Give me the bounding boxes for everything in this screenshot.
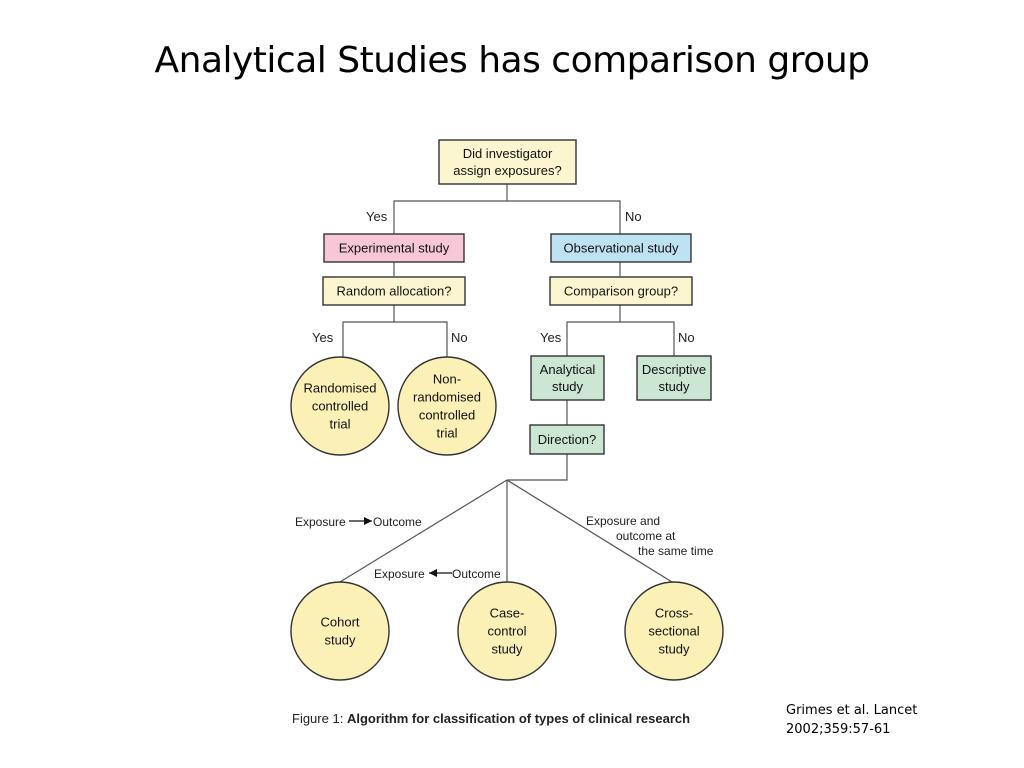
node-assign-question-label-line: assign exposures? bbox=[453, 163, 561, 178]
node-random-allocation-label: Random allocation? bbox=[337, 284, 452, 299]
node-observational-study: Observational study bbox=[550, 233, 692, 263]
label-no-comparison: No bbox=[678, 330, 695, 345]
node-experimental-study: Experimental study bbox=[323, 233, 465, 263]
node-randomised-controlled-trial-label-line: controlled bbox=[312, 399, 368, 414]
node-case-control-study-label-line: study bbox=[491, 642, 523, 657]
node-assign-question-shape bbox=[438, 139, 577, 185]
node-cohort-study-label: Cohort study bbox=[320, 615, 359, 648]
node-random-allocation-shape bbox=[322, 276, 466, 306]
figure-caption-text: Algorithm for classification of types of… bbox=[346, 711, 691, 726]
node-cohort-study: Cohort study bbox=[290, 581, 390, 681]
figure-number: Figure 1: bbox=[292, 711, 344, 726]
node-direction-label: Direction? bbox=[538, 432, 597, 447]
node-randomised-controlled-trial: Randomised controlled trial bbox=[290, 356, 390, 456]
figure-caption: Figure 1: Algorithm for classification o… bbox=[292, 710, 712, 728]
node-cohort-study-label-line: study bbox=[324, 633, 356, 648]
node-analytical-study: Analytical study bbox=[530, 355, 605, 401]
node-case-control-study: Case-control study bbox=[457, 581, 557, 681]
node-experimental-study-shape bbox=[323, 233, 465, 263]
node-experimental-study-label: Experimental study bbox=[339, 241, 450, 256]
node-non-randomised-controlled-trial-label-line: trial bbox=[437, 426, 458, 441]
node-assign-question: Did investigator assign exposures? bbox=[438, 139, 577, 185]
node-randomised-controlled-trial-shape bbox=[290, 356, 390, 456]
node-observational-study-label-line: Observational study bbox=[564, 241, 679, 256]
node-non-randomised-controlled-trial-label-line: Non- bbox=[433, 372, 461, 387]
node-analytical-study-label-line: study bbox=[552, 379, 584, 394]
node-random-allocation-label-line: Random allocation? bbox=[337, 284, 452, 299]
node-comparison-group-shape bbox=[549, 276, 693, 306]
label-cross-sectional-1: Exposure and bbox=[586, 514, 660, 528]
node-cross-sectional-study-label-line: sectional bbox=[648, 624, 699, 639]
node-case-control-study-label-line: Case- bbox=[490, 606, 525, 621]
arrow-outcome-to-exposure-head bbox=[429, 569, 437, 577]
node-cross-sectional-study-shape bbox=[624, 581, 724, 681]
node-comparison-group-label: Comparison group? bbox=[564, 284, 678, 299]
node-randomised-controlled-trial-label-line: Randomised bbox=[304, 381, 377, 396]
citation: Grimes et al. Lancet 2002;359:57-61 bbox=[786, 701, 1006, 739]
connector-random-branches bbox=[342, 321, 448, 360]
node-descriptive-study-shape bbox=[636, 355, 712, 401]
slide-title: Analytical Studies has comparison group bbox=[154, 40, 870, 81]
node-assign-question-label-line: Did investigator bbox=[463, 146, 553, 161]
node-comparison-group: Comparison group? bbox=[549, 276, 693, 306]
node-analytical-study-shape bbox=[530, 355, 605, 401]
node-case-control-study-label: Case-control study bbox=[487, 606, 526, 657]
connector-to-cohort bbox=[339, 479, 508, 583]
citation-line-2: 2002;359:57-61 bbox=[786, 722, 891, 737]
label-cohort-outcome: Outcome bbox=[373, 515, 422, 529]
node-case-control-study-label-line: control bbox=[487, 624, 526, 639]
node-observational-study-label: Observational study bbox=[564, 241, 679, 256]
node-descriptive-study-label: Descriptive study bbox=[642, 362, 706, 394]
node-randomised-controlled-trial-label-line: trial bbox=[330, 417, 351, 432]
node-cohort-study-label-line: Cohort bbox=[320, 615, 359, 630]
node-assign-question-label: Did investigator assign exposures? bbox=[453, 146, 561, 178]
connector-lines bbox=[339, 184, 675, 583]
node-non-randomised-controlled-trial-label: Non-randomised controlled trial bbox=[413, 372, 481, 441]
node-comparison-group-label-line: Comparison group? bbox=[564, 284, 678, 299]
node-non-randomised-controlled-trial-shape bbox=[397, 356, 497, 456]
node-descriptive-study: Descriptive study bbox=[636, 355, 712, 401]
node-randomised-controlled-trial-label: Randomised controlled trial bbox=[304, 381, 377, 432]
label-cohort-exposure: Exposure bbox=[295, 515, 346, 529]
node-non-randomised-controlled-trial: Non-randomised controlled trial bbox=[397, 356, 497, 456]
arrow-exposure-to-outcome-head bbox=[364, 517, 372, 525]
node-cross-sectional-study: Cross-sectional study bbox=[624, 581, 724, 681]
connector-comparison-branches bbox=[566, 321, 675, 356]
node-cross-sectional-study-label: Cross-sectional study bbox=[648, 606, 699, 657]
label-case-control-exposure: Exposure bbox=[374, 567, 425, 581]
node-case-control-study-shape bbox=[457, 581, 557, 681]
label-no-random: No bbox=[451, 330, 468, 345]
node-random-allocation: Random allocation? bbox=[322, 276, 466, 306]
connector-direction-stem bbox=[507, 454, 568, 481]
diagram-nodes: Did investigator assign exposures? Experim… bbox=[290, 139, 724, 681]
node-descriptive-study-label-line: study bbox=[658, 379, 690, 394]
node-direction-label-line: Direction? bbox=[538, 432, 597, 447]
label-cross-sectional-2: outcome at bbox=[616, 529, 676, 543]
node-cohort-study-shape bbox=[290, 581, 390, 681]
node-analytical-study-label-line: Analytical bbox=[540, 362, 596, 377]
node-observational-study-shape bbox=[550, 233, 692, 263]
node-direction-shape bbox=[529, 424, 605, 455]
node-analytical-study-label: Analytical study bbox=[540, 362, 596, 394]
node-cross-sectional-study-label-line: Cross- bbox=[655, 606, 693, 621]
node-cross-sectional-study-label-line: study bbox=[658, 642, 690, 657]
node-non-randomised-controlled-trial-label-line: controlled bbox=[419, 408, 475, 423]
label-case-control-outcome: Outcome bbox=[452, 567, 501, 581]
node-descriptive-study-label-line: Descriptive bbox=[642, 362, 706, 377]
node-experimental-study-label-line: Experimental study bbox=[339, 241, 450, 256]
label-yes-random: Yes bbox=[312, 330, 334, 345]
label-yes-comparison: Yes bbox=[540, 330, 562, 345]
label-cross-sectional-3: the same time bbox=[638, 544, 714, 558]
connector-root-branches bbox=[393, 200, 621, 234]
citation-line-1: Grimes et al. Lancet bbox=[786, 703, 918, 718]
connector-to-cross-sectional bbox=[506, 479, 673, 583]
label-no-assign: No bbox=[625, 209, 642, 224]
node-non-randomised-controlled-trial-label-line: randomised bbox=[413, 390, 481, 405]
node-direction: Direction? bbox=[529, 424, 605, 455]
label-yes-assign: Yes bbox=[366, 209, 388, 224]
